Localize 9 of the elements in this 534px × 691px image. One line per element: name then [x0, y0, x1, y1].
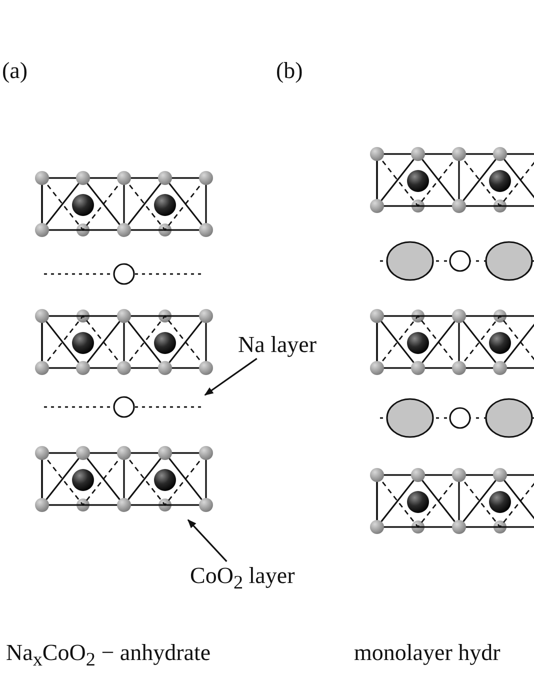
- panel-label: (b): [276, 58, 303, 84]
- leader-line: [187, 519, 228, 562]
- leader-line: [204, 358, 258, 396]
- caption: Na$_{x}$CoO$_{2}$ − anhydrate: [6, 640, 211, 671]
- panel-label: (a): [2, 58, 28, 84]
- layer-label: CoO$_{2}$ layer: [190, 563, 295, 594]
- caption: monolayer hydr: [354, 640, 500, 666]
- octahedral-layer-drawing: [35, 446, 213, 512]
- layer-label: Na layer: [238, 332, 317, 358]
